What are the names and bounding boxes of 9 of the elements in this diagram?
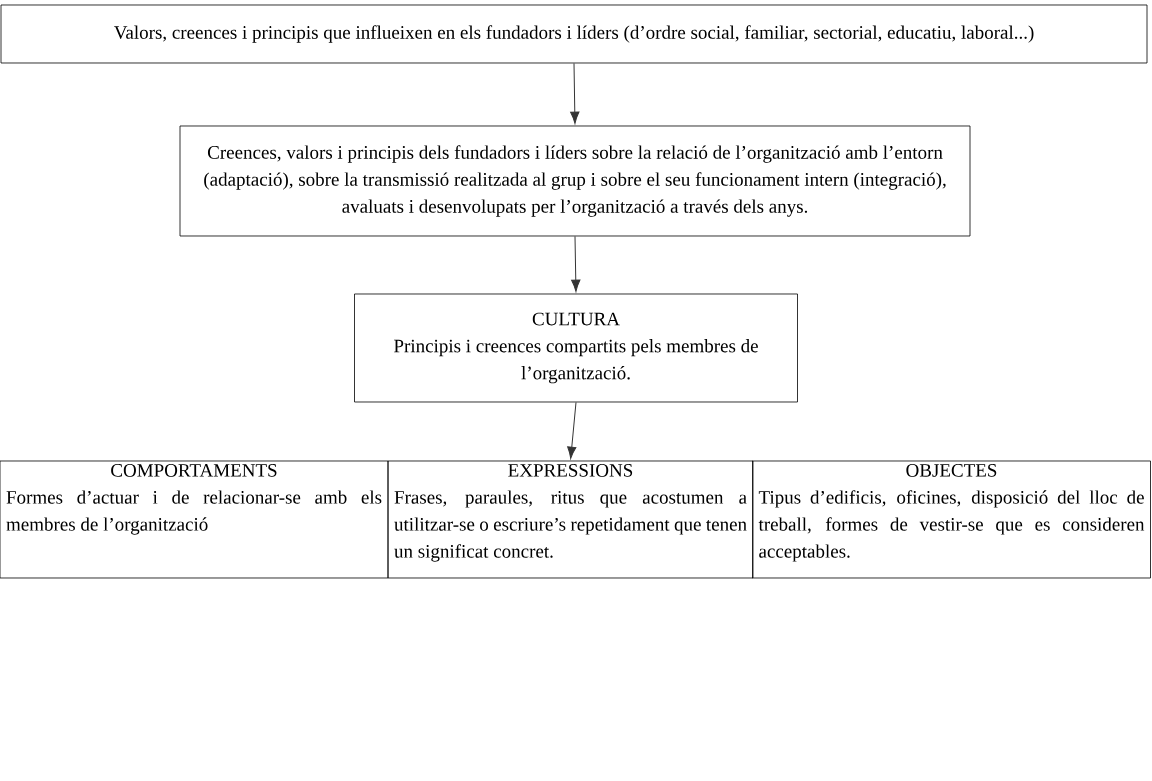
table-cell: EXPRESSIONS Frases, paraules, ritus que acostumen a utilitzar-se o escriure’s repetidament que tenen un significat concret. xyxy=(387,460,754,579)
text-box: Creences, valors i principis dels fundadors i líders sobre la relació de l’organització amb l’entorn (adaptació), sobre la transmissió realitzada al grup i sobre el seu funcionament intern (integració), avaluats i desenvolupats per l’organització a través dels anys. xyxy=(179,125,971,237)
table-cell: OBJECTES Tipus d’edificis, oficines, disposició del lloc de treball, formes de vestir-se que es consideren acceptables. xyxy=(752,460,1151,579)
concept-box: CULTURA Principis i creences compartits pels membres de l’organització. xyxy=(354,293,798,403)
text-box: Valors, creences i principis que influeixen en els fundadors i líders (d’ordre social, familiar, sectorial, educatiu, laboral...) xyxy=(0,4,1148,64)
arrow xyxy=(570,62,580,124)
arrow xyxy=(571,235,581,292)
arrow xyxy=(567,401,577,459)
table-cell: COMPORTAMENTS Formes d’actuar i de relacionar-se amb els membres de l’organització xyxy=(0,460,389,579)
